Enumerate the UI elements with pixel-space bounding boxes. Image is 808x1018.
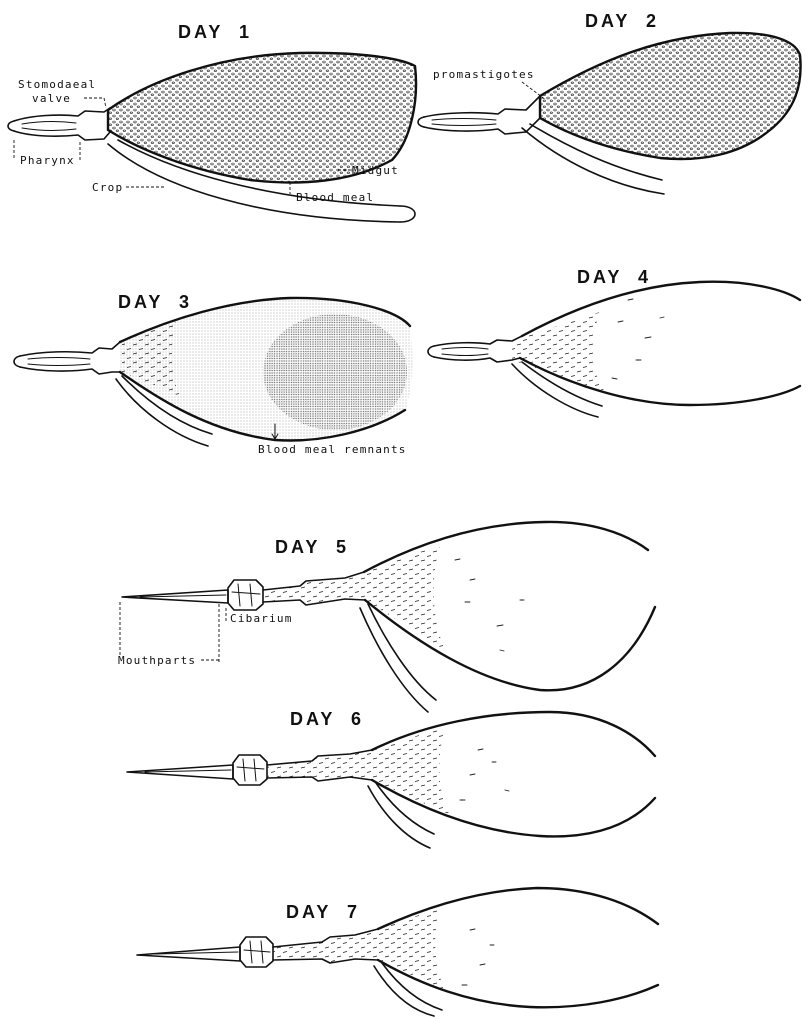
scattered-promastigotes bbox=[455, 559, 524, 651]
pharynx-tip bbox=[428, 346, 434, 357]
day-2-title: DAY 2 bbox=[585, 11, 659, 31]
day-6-panel: DAY 6 bbox=[127, 709, 655, 848]
pharynx-lower-wall bbox=[14, 131, 110, 140]
promastigotes-label: promastigotes bbox=[433, 68, 535, 81]
pharynx-lower-wall bbox=[20, 367, 120, 374]
pharynx-tip bbox=[8, 121, 14, 131]
day-4-title: DAY 4 bbox=[577, 267, 651, 287]
day-4-midgut bbox=[512, 282, 800, 405]
pharynx-tip bbox=[418, 117, 424, 127]
anterior-promastigotes bbox=[512, 312, 605, 392]
pharynx-label: Pharynx bbox=[20, 154, 75, 167]
blood-meal-label: Blood meal bbox=[296, 191, 374, 204]
day-7-midgut bbox=[378, 888, 658, 1007]
day-7-title: DAY 7 bbox=[286, 902, 360, 922]
pharynx-inner-line bbox=[442, 348, 488, 350]
day-2-midgut bbox=[540, 33, 801, 159]
pharynx-tip bbox=[14, 356, 20, 367]
cibarium-inner-lines bbox=[244, 941, 270, 963]
day-3-panel: DAY 3 Blood meal remnants bbox=[14, 292, 412, 456]
day-3-pharynx bbox=[14, 342, 120, 374]
pharynx-upper-wall bbox=[14, 108, 110, 121]
day-6-foregut bbox=[267, 750, 372, 781]
anterior-promastigotes bbox=[364, 545, 445, 650]
dense-remnant-stipple bbox=[263, 314, 407, 430]
day-7-panel: DAY 7 bbox=[137, 888, 658, 1016]
blood-meal-remnants-label: Blood meal remnants bbox=[258, 443, 407, 456]
pharynx-inner-line bbox=[432, 119, 496, 121]
pharynx-inner-line bbox=[22, 128, 76, 130]
cibarium-outline bbox=[233, 755, 267, 785]
day-1-panel: DAY 1 Stomodaeal valve Pharynx Crop bbox=[8, 22, 416, 222]
day-1-title: DAY 1 bbox=[178, 22, 252, 42]
promastigote-mass bbox=[540, 33, 801, 159]
day-7-mouthparts bbox=[137, 947, 240, 961]
cibarium-outline bbox=[228, 580, 263, 610]
cibarium-inner-lines bbox=[237, 759, 264, 781]
day-1-pharynx bbox=[8, 108, 110, 140]
mouthparts-leader-right bbox=[201, 604, 219, 662]
day-3-midgut bbox=[120, 298, 412, 441]
crop-label: Crop bbox=[92, 181, 123, 194]
day-5-foregut bbox=[263, 572, 365, 605]
pharynx-inner-line bbox=[28, 358, 90, 360]
pharynx-lower-wall bbox=[424, 118, 540, 134]
midgut-label: Midgut bbox=[352, 164, 399, 177]
day-6-midgut bbox=[372, 712, 655, 836]
pharynx-inner-line bbox=[432, 124, 496, 126]
day-4-panel: DAY 4 bbox=[428, 267, 800, 417]
day-7-cibarium bbox=[240, 937, 273, 967]
day-4-pharynx bbox=[428, 336, 522, 362]
day-5-title: DAY 5 bbox=[275, 537, 349, 557]
day-6-cibarium bbox=[233, 755, 267, 785]
scattered-promastigotes bbox=[462, 929, 494, 985]
pharynx-inner-line bbox=[442, 354, 488, 356]
day-7-foregut bbox=[273, 929, 378, 963]
valve-leader bbox=[84, 98, 106, 108]
pharynx-upper-wall bbox=[434, 336, 522, 346]
foregut-promastigotes bbox=[267, 750, 372, 781]
valve-label: valve bbox=[32, 92, 71, 105]
promastigotes-leader bbox=[522, 82, 546, 100]
day-3-title: DAY 3 bbox=[118, 292, 192, 312]
crop-end bbox=[400, 206, 415, 222]
day-6-mouthparts bbox=[127, 765, 233, 779]
day-6-title: DAY 6 bbox=[290, 709, 364, 729]
day-2-panel: DAY 2 promastigotes bbox=[418, 11, 801, 194]
pharynx-inner-line bbox=[28, 364, 90, 366]
day-5-cibarium bbox=[228, 580, 263, 610]
pharynx-upper-wall bbox=[20, 342, 120, 356]
day-5-midgut bbox=[364, 522, 655, 690]
scattered-promastigotes bbox=[612, 299, 664, 379]
scattered-promastigotes bbox=[460, 749, 509, 800]
cibarium-inner-lines bbox=[232, 584, 260, 606]
stomodaeal-label: Stomodaeal bbox=[18, 78, 96, 91]
day-5-panel: DAY 5 Mouthparts Cibarium bbox=[118, 522, 655, 712]
pharynx-lower-wall bbox=[434, 357, 520, 362]
pharynx-upper-wall bbox=[424, 96, 540, 117]
mouthparts-label: Mouthparts bbox=[118, 654, 196, 667]
pharynx-inner-line bbox=[22, 122, 76, 124]
cibarium-label: Cibarium bbox=[230, 612, 293, 625]
